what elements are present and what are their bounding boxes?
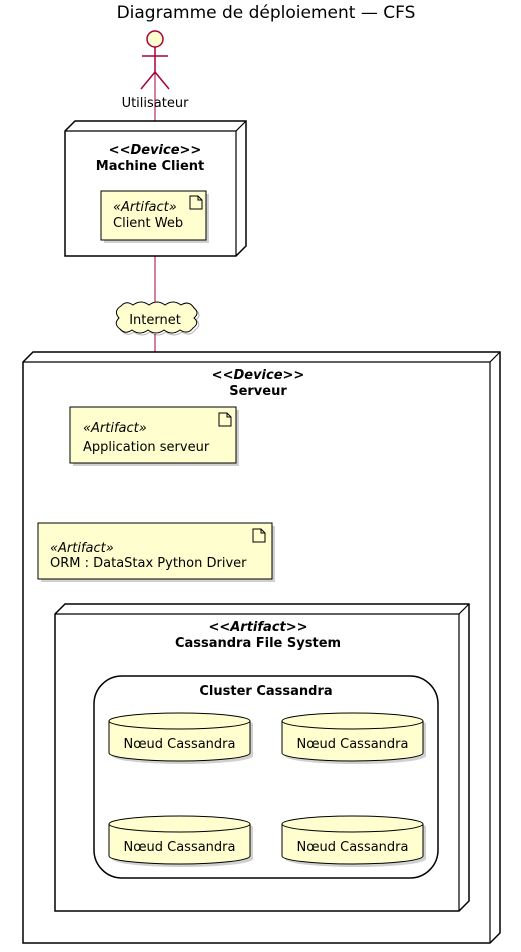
- artifact-orm[interactable]: «Artifact» ORM : DataStax Python Driver: [37, 522, 275, 582]
- node-stereotype: <<Artifact>>: [208, 620, 307, 635]
- database-label: Nœud Cassandra: [123, 840, 235, 855]
- database-cylinder-body: [108, 712, 251, 762]
- artifact-box: [100, 190, 207, 241]
- artifact-icon: [189, 195, 203, 210]
- database-cylinder-body: [281, 712, 424, 762]
- database-cylinder-top: [108, 720, 251, 730]
- cloud-shape: [115, 301, 198, 334]
- database-node-4[interactable]: Nœud Cassandra: [281, 815, 426, 867]
- database-cylinder-body: [108, 815, 251, 865]
- artifact-box: [69, 406, 237, 464]
- artifact-icon: [252, 528, 266, 543]
- artifact-stereotype: «Artifact»: [50, 541, 114, 556]
- database-node-2[interactable]: Nœud Cassandra: [281, 712, 426, 764]
- database-cylinder-top: [281, 720, 424, 730]
- artifact-icon: [218, 412, 232, 427]
- artifact-application-serveur[interactable]: «Artifact» Application serveur: [69, 406, 239, 466]
- node-cassandra-file-system[interactable]: <<Artifact>> Cassandra File System Clust…: [54, 603, 470, 912]
- node-name: Machine Client: [96, 159, 204, 174]
- node-stereotype: <<Device>>: [212, 368, 305, 383]
- diagram-title: Diagramme de déploiement — CFS: [117, 3, 416, 23]
- artifact-stereotype: «Artifact»: [113, 200, 177, 215]
- database-cylinder-top: [108, 823, 251, 833]
- cluster-name: Cluster Cassandra: [199, 684, 332, 699]
- actor-right-leg: [154, 71, 170, 90]
- artifact-name: Client Web: [113, 216, 183, 231]
- node-name: Cassandra File System: [175, 636, 341, 651]
- node-serveur[interactable]: <<Device>> Serveur «Artifact» Applicatio…: [22, 351, 501, 944]
- node-stereotype: <<Device>>: [109, 143, 202, 158]
- artifact-client-web[interactable]: «Artifact» Client Web: [100, 190, 209, 243]
- artifact-name: Application serveur: [83, 440, 210, 455]
- database-label: Nœud Cassandra: [296, 840, 408, 855]
- database-node-1[interactable]: Nœud Cassandra: [108, 712, 253, 764]
- node-name: Serveur: [229, 384, 287, 399]
- database-node-3[interactable]: Nœud Cassandra: [108, 815, 253, 867]
- node-machine-client[interactable]: <<Device>> Machine Client «Artifact» Cli…: [64, 120, 247, 257]
- artifact-name: ORM : DataStax Python Driver: [50, 556, 247, 571]
- database-cylinder-top: [281, 823, 424, 833]
- cloud-label: Internet: [129, 313, 181, 328]
- actor-left-leg: [140, 71, 156, 90]
- database-label: Nœud Cassandra: [123, 737, 235, 752]
- artifact-box: [37, 522, 273, 580]
- actor-label: Utilisateur: [122, 96, 190, 111]
- actor-head: [146, 30, 164, 48]
- cloud-internet[interactable]: Internet: [115, 301, 200, 336]
- actor-utilisateur[interactable]: Utilisateur: [122, 30, 190, 111]
- artifact-stereotype: «Artifact»: [83, 421, 147, 436]
- database-label: Nœud Cassandra: [296, 737, 408, 752]
- database-cylinder-body: [281, 815, 424, 865]
